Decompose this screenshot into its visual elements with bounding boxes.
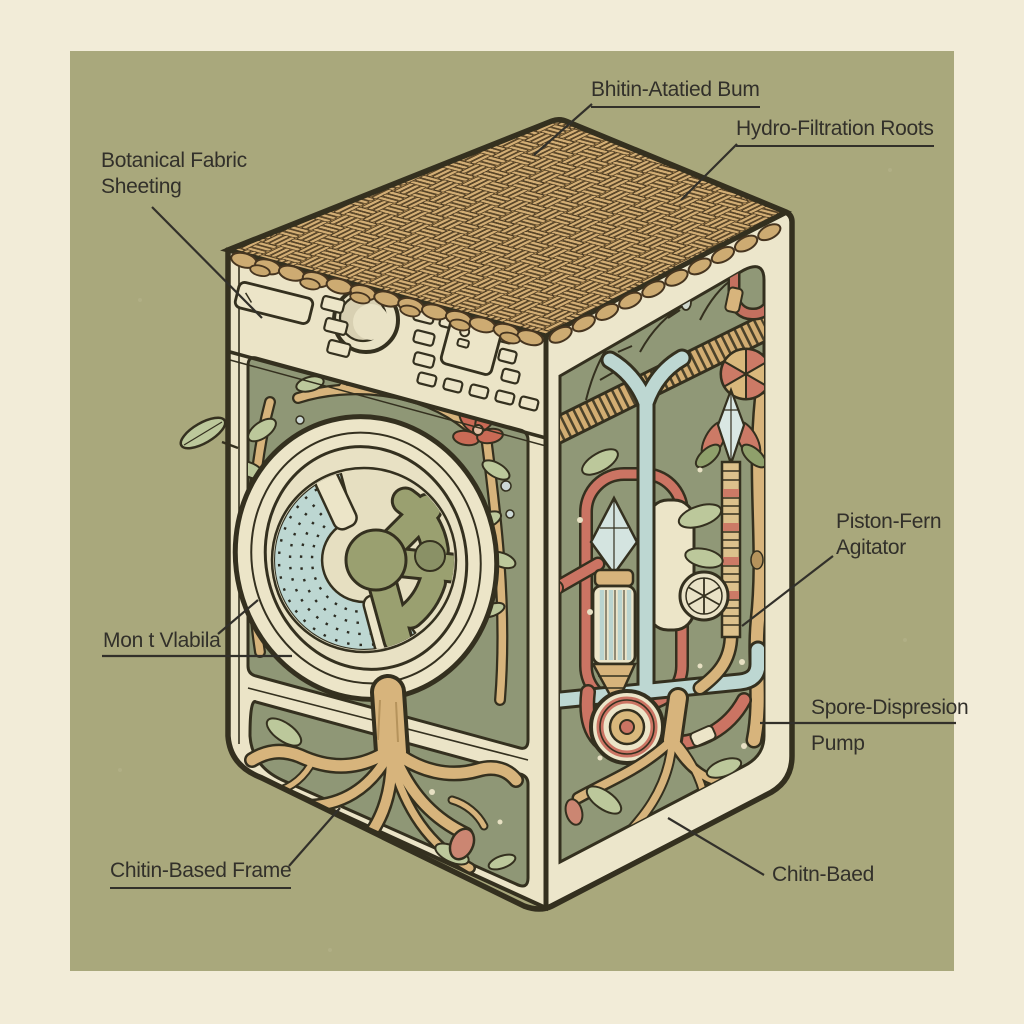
berries bbox=[295, 415, 515, 519]
callout-text-line1: Spore-Dispresion bbox=[811, 696, 969, 719]
callout-text-line2: Sheeting bbox=[101, 175, 182, 198]
leader-chitn-baed bbox=[667, 817, 765, 876]
leader-hydro bbox=[680, 143, 738, 201]
callout-chitin-based-frame: Chitin-Based Frame bbox=[110, 858, 292, 889]
water-pipes bbox=[560, 348, 764, 710]
citrus-port bbox=[678, 570, 730, 622]
leader-botanical bbox=[151, 206, 263, 319]
leader-lines bbox=[102, 103, 956, 876]
callout-mont-vlabila: Mon t Vlabila bbox=[103, 628, 221, 654]
side-panel-contents bbox=[560, 266, 764, 853]
callout-spore-dispresion-pump: Spore-Dispresion Pump bbox=[811, 695, 969, 757]
callout-text: Bhitin-Atatied Bum bbox=[591, 77, 760, 108]
carabiner-pipe bbox=[724, 266, 764, 321]
pinwheel-valve bbox=[719, 347, 764, 401]
side-roots bbox=[564, 687, 758, 853]
leader-mont bbox=[217, 599, 259, 635]
wicker-fringe-hanging bbox=[249, 264, 521, 345]
callout-hydro-filtration-roots: Hydro-Filtration Roots bbox=[736, 116, 934, 147]
side-leaves bbox=[581, 448, 724, 569]
machine-outline bbox=[225, 116, 795, 912]
callout-text-line2: Pump bbox=[811, 732, 865, 755]
callout-piston-fern-agitator: Piston-Fern Agitator bbox=[836, 509, 942, 561]
wicker-fringe-right bbox=[548, 223, 782, 344]
branch-knot bbox=[750, 550, 764, 570]
leader-bhitin bbox=[533, 103, 593, 156]
crystal-piston bbox=[560, 495, 639, 709]
control-panel bbox=[229, 253, 547, 447]
callout-chitn-baed: Chitn-Baed bbox=[772, 862, 874, 888]
callout-text: Chitin-Based Frame bbox=[110, 858, 292, 889]
protruding-leaf bbox=[179, 416, 239, 450]
callout-text: Chitn-Baed bbox=[772, 863, 875, 886]
callout-text-line2: Agitator bbox=[836, 536, 906, 559]
wicker-fringe-front bbox=[230, 251, 544, 347]
seed-pod bbox=[448, 827, 476, 861]
callout-text-line1: Botanical Fabric bbox=[101, 149, 247, 172]
callout-text: Hydro-Filtration Roots bbox=[736, 116, 934, 147]
side-dots bbox=[577, 467, 747, 761]
callout-text: Mon t Vlabila bbox=[103, 629, 221, 652]
leader-chitin-frame bbox=[288, 807, 341, 867]
callout-botanical-fabric-sheeting: Botanical Fabric Sheeting bbox=[101, 148, 247, 200]
callout-bhitin-atatied-bum: Bhitin-Atatied Bum bbox=[591, 77, 760, 108]
machine bbox=[179, 116, 795, 912]
callout-text-line1: Piston-Fern bbox=[836, 510, 942, 533]
paper-specks bbox=[118, 168, 907, 952]
spiral-pump bbox=[589, 689, 665, 765]
leader-piston bbox=[741, 555, 834, 627]
drum-spokes bbox=[344, 486, 454, 650]
drum-window bbox=[274, 470, 454, 650]
